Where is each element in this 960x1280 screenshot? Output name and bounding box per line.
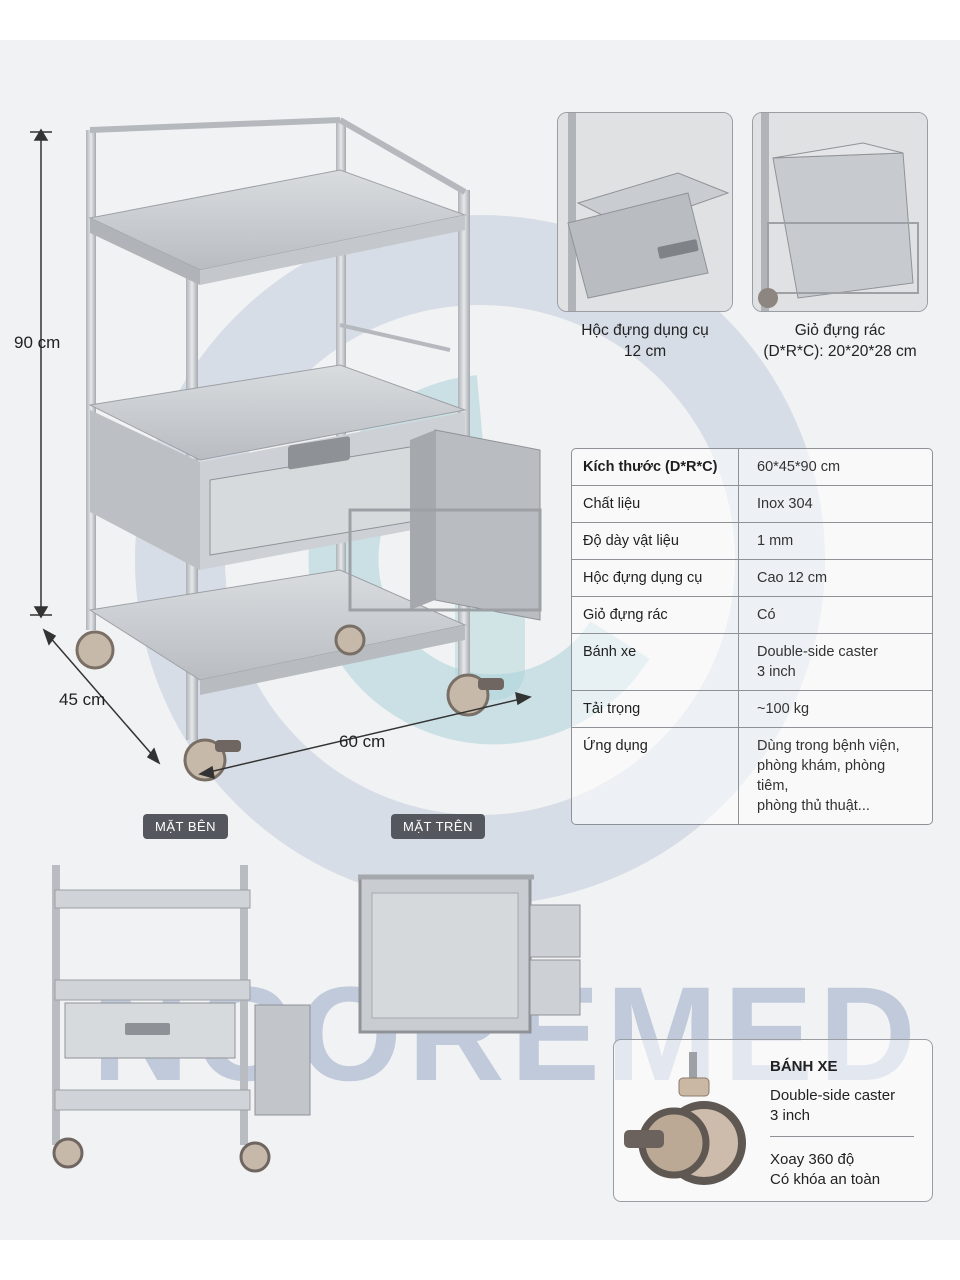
caster-size: 3 inch [770, 1107, 811, 1124]
spec-row-drawer: Hộc đựng dụng cụ Cao 12 cm [572, 560, 932, 597]
spec-value: ~100 kg [757, 701, 810, 717]
product-sheet: NCOREMED [0, 40, 960, 1240]
caster-lock: Có khóa an toàn [770, 1171, 881, 1188]
top-view-tag: MẶT TRÊN [391, 814, 485, 839]
trolley-main-illustration [75, 117, 542, 782]
spec-value-line: phòng khám, phòng tiêm, [757, 758, 886, 794]
spec-label: Bánh xe [572, 634, 739, 690]
drawer-caption-size: 12 cm [623, 343, 667, 360]
bin-caption-title: Giỏ đựng rác [794, 322, 886, 339]
dimension-arrows [30, 128, 532, 780]
spec-row-load: Tải trọng ~100 kg [572, 691, 932, 728]
caster-divider [770, 1136, 914, 1137]
bin-detail-image [752, 112, 928, 312]
spec-row-size: Kích thước (D*R*C) 60*45*90 cm [572, 449, 932, 486]
spec-value: Dùng trong bệnh viện, phòng khám, phòng … [739, 728, 932, 824]
spec-value-line: Double-side caster [757, 644, 878, 660]
spec-value-line: phòng thủ thuật... [757, 798, 870, 814]
caster-info-card: BÁNH XE Double-side caster 3 inch Xoay 3… [613, 1039, 933, 1202]
caster-wheel-icon [624, 1052, 746, 1185]
spec-value-line: Dùng trong bệnh viện, [757, 738, 900, 754]
drawer-caption: Hộc đựng dụng cụ 12 cm [540, 320, 750, 362]
side-view-illustration [52, 865, 311, 1173]
spec-table: Kích thước (D*R*C) 60*45*90 cm Chất liệu… [571, 448, 933, 825]
spec-label: Tải trọng [572, 691, 739, 727]
spec-label: Hộc đựng dụng cụ [572, 560, 739, 596]
drawer-caption-title: Hộc đựng dụng cụ [581, 322, 709, 339]
spec-row-material: Chất liệu Inox 304 [572, 486, 932, 523]
caster-title: BÁNH XE [770, 1058, 838, 1075]
spec-value: 60*45*90 cm [757, 459, 841, 475]
spec-value: Double-side caster 3 inch [739, 634, 932, 690]
spec-label: Chất liệu [572, 486, 739, 522]
depth-dimension-label: 45 cm [59, 690, 106, 709]
spec-label: Kích thước (D*R*C) [572, 449, 739, 485]
spec-value: Có [757, 607, 776, 623]
spec-label: Độ dày vật liệu [572, 523, 739, 559]
spec-label: Ứng dụng [572, 728, 739, 824]
drawer-detail-image [557, 112, 733, 312]
spec-value-line: 3 inch [757, 664, 796, 680]
spec-value: Cao 12 cm [757, 570, 828, 586]
spec-label: Giỏ đựng rác [572, 597, 739, 633]
spec-row-caster: Bánh xe Double-side caster 3 inch [572, 634, 932, 691]
bin-caption-size: (D*R*C): 20*20*28 cm [763, 343, 917, 360]
caster-rotation: Xoay 360 độ [770, 1151, 855, 1168]
side-view-tag: MẶT BÊN [143, 814, 229, 839]
spec-value: Inox 304 [757, 496, 813, 512]
spec-row-application: Ứng dụng Dùng trong bệnh viện, phòng khá… [572, 728, 932, 824]
spec-value: 1 mm [757, 533, 794, 549]
height-dimension-label: 90 cm [14, 333, 61, 352]
spec-row-thickness: Độ dày vật liệu 1 mm [572, 523, 932, 560]
bin-caption: Giỏ đựng rác (D*R*C): 20*20*28 cm [735, 320, 945, 362]
spec-row-bin: Giỏ đựng rác Có [572, 597, 932, 634]
caster-type: Double-side caster [770, 1087, 896, 1104]
top-view-illustration [358, 874, 581, 1034]
width-dimension-label: 60 cm [339, 732, 386, 751]
